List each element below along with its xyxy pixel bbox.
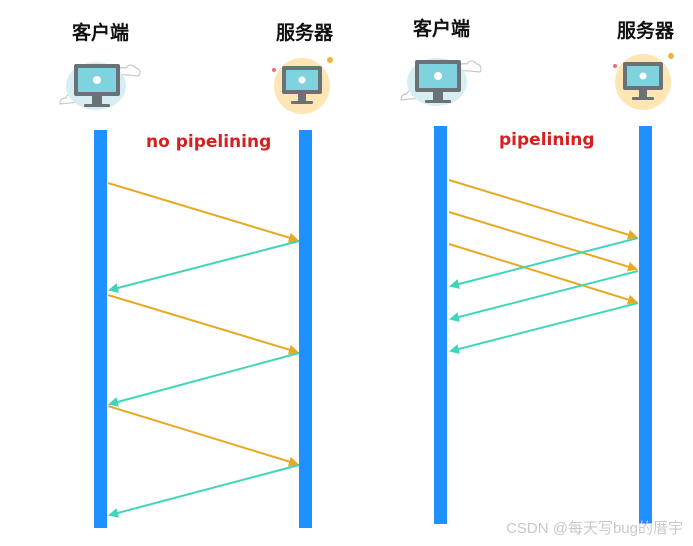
request-arrow — [448, 243, 638, 305]
response-arrow — [449, 302, 639, 354]
request-arrow — [107, 294, 299, 355]
mode-label-pipelining: pipelining — [499, 130, 595, 150]
csdn-watermark: CSDN @每天写bug的厝宇 — [506, 520, 683, 537]
server-label-left: 服务器 — [276, 22, 334, 44]
response-arrow — [108, 240, 300, 293]
computer-sun-icon — [272, 57, 333, 114]
response-arrow — [449, 270, 639, 322]
client-lifeline-right — [434, 126, 447, 524]
request-arrow — [448, 211, 638, 272]
request-arrow — [448, 179, 638, 240]
request-arrow — [107, 405, 299, 467]
computer-cloud-icon — [59, 62, 141, 110]
client-label-left: 客户端 — [72, 22, 130, 44]
request-arrow — [107, 182, 299, 243]
computer-cloud-icon — [400, 58, 482, 106]
server-lifeline-left — [299, 130, 312, 528]
mode-label-no-pipelining: no pipelining — [146, 132, 272, 152]
client-label-right: 客户端 — [413, 18, 471, 40]
response-arrow — [108, 352, 300, 407]
client-lifeline-left — [94, 130, 107, 528]
response-arrow — [449, 237, 639, 289]
server-lifeline-right — [639, 126, 652, 524]
server-label-right: 服务器 — [617, 20, 675, 42]
computer-sun-icon — [613, 53, 674, 110]
response-arrow — [108, 464, 300, 518]
